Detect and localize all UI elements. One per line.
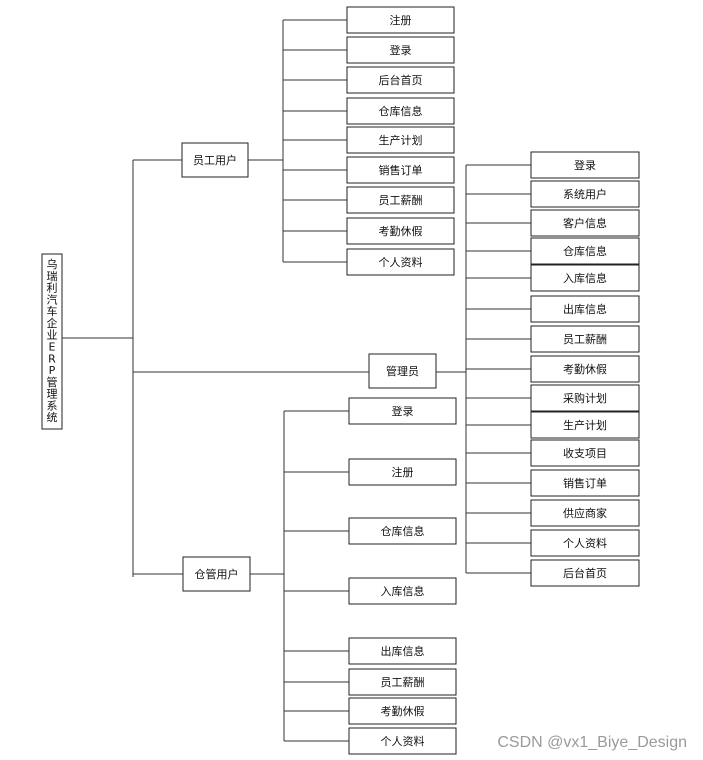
leaf-node-0-3-label: 仓库信息 (379, 104, 423, 118)
branch-node-1 (368, 353, 437, 389)
leaf-node-0-1-label: 登录 (390, 43, 412, 57)
leaf-node-1-6-label: 员工薪酬 (563, 333, 607, 346)
leaf-node-1-13-label: 个人资料 (563, 536, 607, 550)
leaf-node-0-1 (346, 36, 455, 64)
branch-node-1-label: 管理员 (386, 364, 419, 378)
leaf-node-2-0-label: 登录 (392, 404, 414, 418)
leaf-node-1-9-label: 生产计划 (563, 418, 607, 432)
leaf-node-1-5-label: 出库信息 (563, 302, 607, 316)
leaf-node-0-0-label: 注册 (390, 13, 412, 27)
leaf-node-0-7 (346, 217, 455, 245)
leaf-node-1-10 (530, 439, 640, 467)
leaf-node-1-10-label: 收支项目 (563, 446, 607, 460)
leaf-node-2-1 (348, 458, 457, 486)
leaf-node-1-9 (530, 411, 640, 439)
leaf-node-2-0 (348, 397, 457, 425)
leaf-node-1-8-label: 采购计划 (563, 391, 607, 405)
leaf-node-2-6-label: 考勤休假 (381, 704, 425, 718)
leaf-node-2-4 (348, 637, 457, 665)
branch-node-2 (182, 556, 251, 592)
leaf-node-1-11-label: 销售订单 (563, 476, 607, 490)
leaf-node-1-3 (530, 237, 640, 265)
leaf-node-0-7-label: 考勤休假 (379, 224, 423, 238)
branch-node-0 (181, 142, 249, 178)
leaf-node-1-0-label: 登录 (574, 158, 596, 172)
leaf-node-1-3-label: 仓库信息 (563, 244, 607, 258)
leaf-node-2-5-label: 员工薪酬 (381, 676, 425, 689)
leaf-node-2-7 (348, 727, 457, 755)
leaf-node-0-8 (346, 248, 455, 276)
leaf-node-1-4-label: 入库信息 (563, 271, 607, 285)
leaf-node-2-2-label: 仓库信息 (381, 524, 425, 538)
leaf-node-2-3 (348, 577, 457, 605)
leaf-node-1-1-label: 系统用户 (563, 187, 607, 201)
leaf-node-1-12 (530, 499, 640, 527)
leaf-node-0-6-label: 员工薪酬 (379, 194, 423, 207)
leaf-node-0-3 (346, 97, 455, 125)
branch-node-0-label: 员工用户 (193, 153, 237, 167)
leaf-node-2-5 (348, 668, 457, 696)
leaf-node-2-2 (348, 517, 457, 545)
leaf-node-1-2-label: 客户信息 (563, 216, 607, 230)
leaf-node-1-2 (530, 209, 640, 237)
leaf-node-1-11 (530, 469, 640, 497)
leaf-node-1-5 (530, 295, 640, 323)
leaf-node-0-0 (346, 6, 455, 34)
leaf-node-2-6 (348, 697, 457, 725)
leaf-node-0-6 (346, 186, 455, 214)
leaf-node-0-4 (346, 126, 455, 154)
branch-node-2-label: 仓管用户 (195, 567, 239, 581)
root-node (41, 253, 63, 430)
leaf-node-1-8 (530, 384, 640, 412)
leaf-node-0-8-label: 个人资料 (379, 255, 423, 269)
leaf-node-1-12-label: 供应商家 (563, 506, 607, 520)
leaf-node-1-1 (530, 180, 640, 208)
leaf-node-1-7 (530, 355, 640, 383)
leaf-node-1-14-label: 后台首页 (563, 566, 607, 580)
leaf-node-0-4-label: 生产计划 (379, 133, 423, 147)
leaf-node-0-5 (346, 156, 455, 184)
leaf-node-2-3-label: 入库信息 (381, 584, 425, 598)
leaf-node-1-6 (530, 325, 640, 353)
leaf-node-2-7-label: 个人资料 (381, 734, 425, 748)
leaf-node-0-2 (346, 66, 455, 94)
leaf-node-1-4 (530, 264, 640, 292)
leaf-node-0-5-label: 销售订单 (379, 163, 423, 177)
leaf-node-1-7-label: 考勤休假 (563, 362, 607, 376)
leaf-node-2-4-label: 出库信息 (381, 644, 425, 658)
leaf-node-0-2-label: 后台首页 (379, 73, 423, 87)
leaf-node-1-0 (530, 151, 640, 179)
leaf-node-2-1-label: 注册 (392, 465, 414, 479)
leaf-node-1-14 (530, 559, 640, 587)
leaf-node-1-13 (530, 529, 640, 557)
csdn-watermark: CSDN @vx1_Biye_Design (497, 734, 687, 751)
